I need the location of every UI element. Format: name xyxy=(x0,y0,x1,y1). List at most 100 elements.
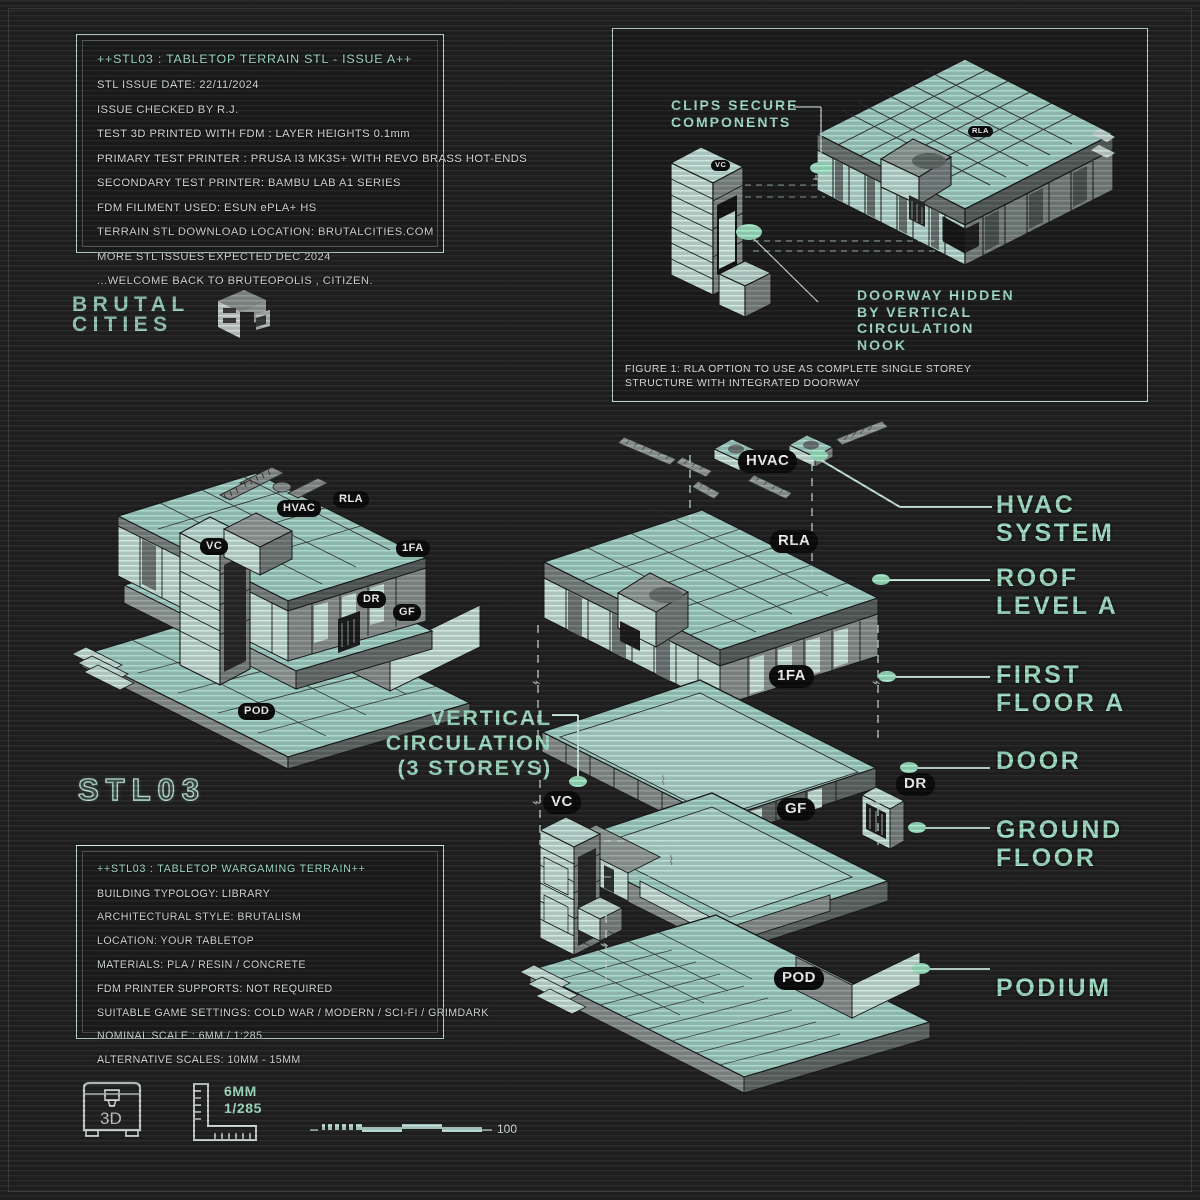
graphic-scale-bar xyxy=(310,1118,500,1138)
spec-panel-inner: ++STL03 : TABLETOP WARGAMING TERRAIN++ B… xyxy=(82,851,489,1065)
info-line: ISSUE CHECKED BY R.J. xyxy=(97,103,239,116)
figure-callout-clips: CLIPS SECURE COMPONENTS xyxy=(671,97,798,130)
leader-dot-vertical-circulation xyxy=(569,776,587,787)
svg-text:⌁: ⌁ xyxy=(532,794,540,810)
info-line: TERRAIN STL DOWNLOAD LOCATION: BRUTALCIT… xyxy=(97,226,434,239)
leader-dot-ground-floor xyxy=(908,822,926,833)
stl-issue-info-panel: ++STL03 : TABLETOP TERRAIN STL - ISSUE A… xyxy=(76,34,528,287)
badge-dr-exploded: DR xyxy=(896,773,935,797)
badge-vc-assembled: VC xyxy=(200,538,229,556)
podium-level xyxy=(519,914,932,1094)
label-first-floor-a: FIRST FLOOR A xyxy=(996,661,1126,717)
svg-text:⌇: ⌇ xyxy=(660,773,666,788)
doorway-callout-line-4: NOOK xyxy=(857,336,907,353)
badge-1fa-assembled: 1FA xyxy=(396,540,430,558)
leader-line-vertical-circulation xyxy=(552,714,579,780)
badge-1fa-exploded: 1FA xyxy=(769,665,815,689)
label-ground-floor: GROUND FLOOR xyxy=(996,816,1123,872)
spec-line: ALTERNATIVE SCALES: 10MM - 15MM xyxy=(97,1054,301,1067)
vertical-circulation-tower xyxy=(538,816,624,956)
printer-icon-label: 3D xyxy=(100,1109,122,1128)
badge-rla-assembled: RLA xyxy=(333,491,370,509)
spec-line: LOCATION: YOUR TABLETOP xyxy=(97,935,255,948)
label-podium-line-1: PODIUM xyxy=(996,974,1112,1002)
label-first-floor-line-1: FIRST xyxy=(996,661,1082,689)
label-hvac-line-1: HVAC xyxy=(996,491,1076,519)
leader-line-podium xyxy=(928,968,990,970)
spec-line: MATERIALS: PLA / RESIN / CONCRETE xyxy=(97,958,306,971)
info-line: STL ISSUE DATE: 22/11/2024 xyxy=(97,79,259,92)
badge-hvac-exploded: HVAC xyxy=(738,450,798,474)
badge-hvac-assembled: HVAC xyxy=(277,500,322,518)
label-ground-floor-line-1: GROUND xyxy=(996,816,1123,844)
leader-dot-hvac xyxy=(810,450,828,461)
label-vc-line-1: VERTICAL xyxy=(430,706,552,730)
door-component xyxy=(860,786,906,850)
exploded-assembly-isometric: ⌇ ⌇ xyxy=(500,420,960,1095)
leader-line-hvac xyxy=(813,455,992,508)
info-line: PRIMARY TEST PRINTER : PRUSA I3 MK3S+ WI… xyxy=(97,152,528,165)
svg-text:⌁: ⌁ xyxy=(532,674,540,690)
figure-caption-line-1: FIGURE 1: RLA OPTION TO USE AS COMPLETE … xyxy=(625,363,972,375)
info-line: TEST 3D PRINTED WITH FDM : LAYER HEIGHTS… xyxy=(97,128,411,141)
label-vertical-circulation: VERTICAL CIRCULATION (3 STOREYS) xyxy=(300,706,552,781)
spec-panel-heading: ++STL03 : TABLETOP WARGAMING TERRAIN++ xyxy=(97,863,366,875)
figure-callout-doorway: DOORWAY HIDDEN BY VERTICAL CIRCULATION N… xyxy=(857,287,1015,353)
figure-1-panel: CLIPS SECURE COMPONENTS DOORWAY HIDDEN B… xyxy=(612,28,1148,402)
doorway-callout-line-3: CIRCULATION xyxy=(857,320,975,337)
roof-level-a xyxy=(542,507,880,707)
leader-line-roof xyxy=(888,579,990,581)
info-panel-inner: ++STL03 : TABLETOP TERRAIN STL - ISSUE A… xyxy=(82,40,528,287)
doorway-callout-line-1: DOORWAY HIDDEN xyxy=(857,287,1015,303)
clips-callout-line-2: COMPONENTS xyxy=(671,113,792,130)
terrain-spec-panel: ++STL03 : TABLETOP WARGAMING TERRAIN++ B… xyxy=(76,845,489,1065)
3d-printer-icon: 3D xyxy=(76,1080,148,1142)
scale-ratio: 1/285 xyxy=(224,1100,263,1116)
figure-1-isometric-drawing xyxy=(669,58,1115,318)
badge-pod-exploded: POD xyxy=(774,967,825,991)
leader-dot-door xyxy=(900,762,918,773)
spec-line: NOMINAL SCALE : 6MM / 1:285 xyxy=(97,1030,263,1043)
spec-line: SUITABLE GAME SETTINGS: COLD WAR / MODER… xyxy=(97,1006,489,1019)
brutal-cities-logo: BRUTAL CITIES xyxy=(72,288,272,342)
leader-line-first-floor xyxy=(894,676,990,678)
info-panel-heading: ++STL03 : TABLETOP TERRAIN STL - ISSUE A… xyxy=(97,52,413,66)
badge-gf-exploded: GF xyxy=(777,798,815,822)
label-roof-level-a: ROOF LEVEL A xyxy=(996,564,1119,620)
isometric-block-icon xyxy=(204,288,272,342)
spec-line: BUILDING TYPOLOGY: LIBRARY xyxy=(97,887,271,900)
hvac-units xyxy=(617,420,889,500)
info-line: MORE STL ISSUES EXPECTED DEC 2024 xyxy=(97,250,331,263)
figure-1-caption: FIGURE 1: RLA OPTION TO USE AS COMPLETE … xyxy=(625,363,971,391)
ruler-icon xyxy=(190,1082,260,1142)
figure-caption-line-2: STRUCTURE WITH INTEGRATED DOORWAY xyxy=(625,377,861,389)
badge-pod-assembled: POD xyxy=(238,703,276,721)
assembled-building-isometric xyxy=(60,425,500,770)
badge-rla-figure: RLA xyxy=(968,126,993,137)
leader-dot-first-floor xyxy=(878,671,896,682)
label-hvac-line-2: SYSTEM xyxy=(996,518,1115,547)
doorway-callout-line-2: BY VERTICAL xyxy=(857,303,973,320)
badge-vc-figure: VC xyxy=(711,160,731,171)
svg-text:⌁: ⌁ xyxy=(872,794,880,810)
leader-dot-podium xyxy=(912,963,930,974)
clips-callout-line-1: CLIPS SECURE xyxy=(671,97,799,113)
badge-gf-assembled: GF xyxy=(393,604,422,622)
info-line: SECONDARY TEST PRINTER: BAMBU LAB A1 SER… xyxy=(97,177,401,190)
svg-text:⌁: ⌁ xyxy=(872,674,880,690)
label-vc-line-3: (3 STOREYS) xyxy=(397,755,552,780)
label-door-line-1: DOOR xyxy=(996,747,1082,775)
spec-line: FDM PRINTER SUPPORTS: NOT REQUIRED xyxy=(97,982,333,995)
leader-line-door xyxy=(916,767,990,769)
label-podium: PODIUM xyxy=(996,974,1112,1003)
scale-6mm: 6MM xyxy=(224,1083,257,1099)
label-first-floor-line-2: FLOOR A xyxy=(996,688,1126,717)
badge-dr-assembled: DR xyxy=(357,591,386,609)
info-line: ...WELCOME BACK TO BRUTEOPOLIS , CITIZEN… xyxy=(97,275,374,288)
leader-dot-roof xyxy=(872,574,890,585)
label-roof-line-2: LEVEL A xyxy=(996,591,1119,620)
label-hvac-system: HVAC SYSTEM xyxy=(996,491,1115,547)
label-roof-line-1: ROOF xyxy=(996,564,1079,592)
logo-line-cities: CITIES xyxy=(72,313,173,336)
stl03-wordmark: STL03 xyxy=(77,771,207,807)
